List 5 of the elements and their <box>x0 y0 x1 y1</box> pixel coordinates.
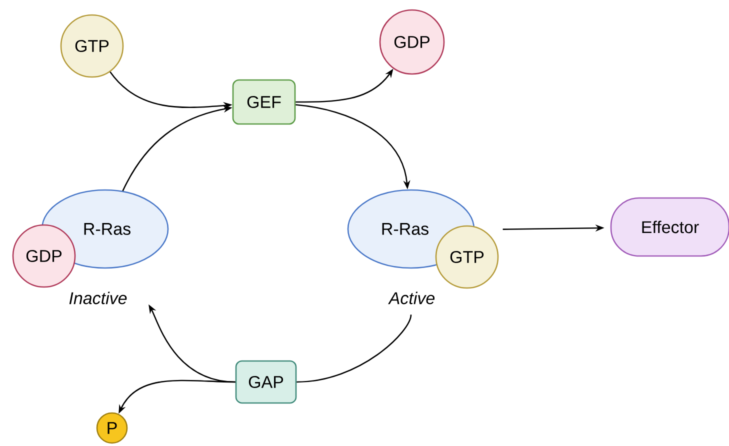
state-label: Inactive <box>69 292 127 304</box>
enzyme-box: GAP <box>235 360 297 404</box>
state-label: Active <box>388 292 435 304</box>
effector-box: Effector <box>610 197 729 257</box>
enzyme-box: GEF <box>232 79 296 125</box>
